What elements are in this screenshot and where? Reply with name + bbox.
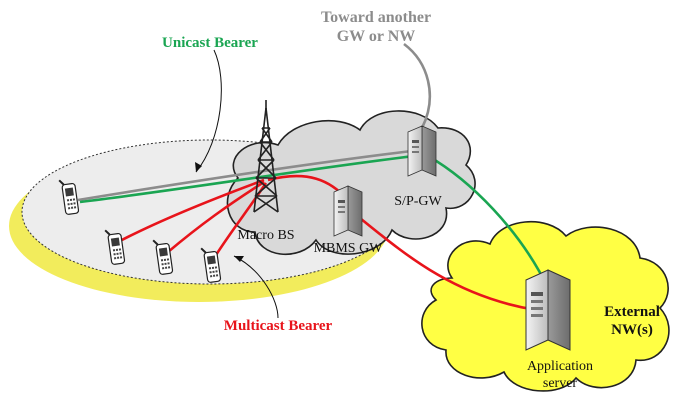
external-nw-label-line1: External [604,304,660,320]
toward-label-line2: GW or NW [337,28,416,45]
unicast-gray-path [77,148,421,202]
macro-bs-label: Macro BS [237,228,294,243]
application-server-label-line1: Application [527,359,593,374]
mbmsgw-label: MBMS GW [314,241,384,256]
toward-gw-line [403,42,432,129]
toward-label-line1: Toward another [321,9,431,26]
mbmsgw-server-icon [333,185,363,237]
application-server-label-line2: server [543,376,578,391]
external-nw-label-line2: NW(s) [611,322,653,338]
unicast-bearer-label: Unicast Bearer [162,35,258,51]
spgw-server-icon [407,125,437,177]
cell-tower-icon [253,100,279,213]
multicast-callout-arrow [233,255,279,319]
multicast-bearer-label: Multicast Bearer [224,318,333,334]
unicast-bearer-line-external [427,154,550,289]
unicast-callout-arrow [195,49,222,173]
application-server-icon [525,269,571,351]
spgw-label: S/P-GW [394,194,442,209]
unicast-bearer-line-phone [79,154,415,204]
